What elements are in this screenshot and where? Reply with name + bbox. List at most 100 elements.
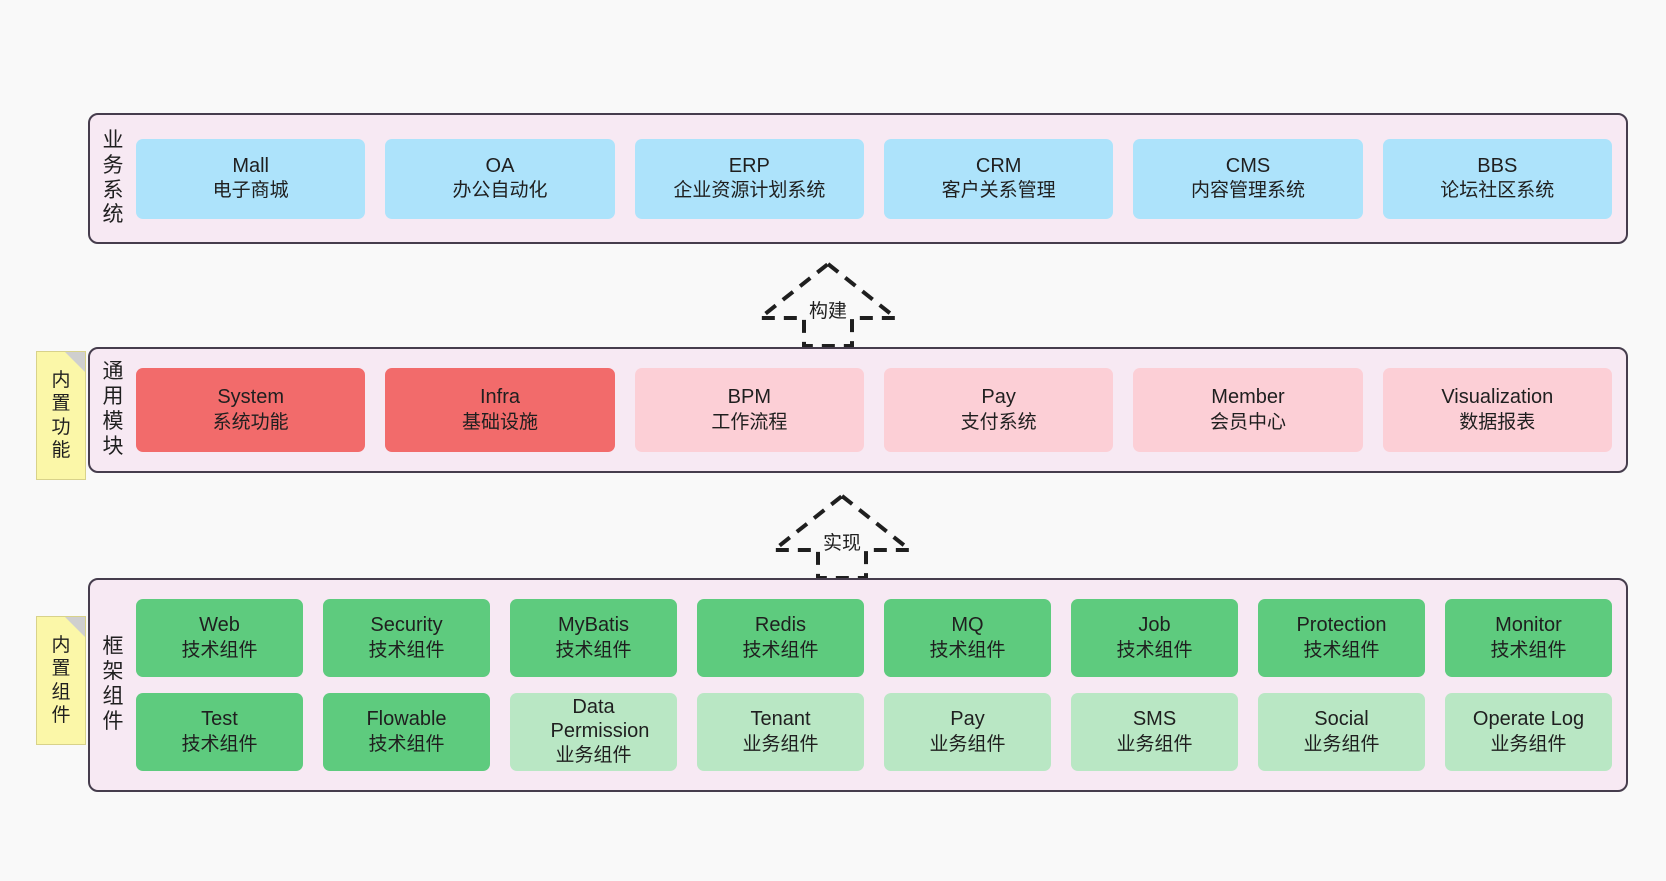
card-title: Tenant bbox=[750, 708, 811, 731]
layer-title-char: 架 bbox=[102, 660, 124, 684]
card-monitor[interactable]: Monitor 技术组件 bbox=[1445, 599, 1612, 677]
note-char: 内 bbox=[51, 370, 71, 392]
layer-title-char: 系 bbox=[102, 178, 124, 202]
note-char: 内 bbox=[51, 635, 71, 657]
card-bbs[interactable]: BBS 论坛社区系统 bbox=[1382, 138, 1612, 219]
card-pay-module[interactable]: Pay 支付系统 bbox=[883, 368, 1114, 452]
card-subtitle: 论坛社区系统 bbox=[1440, 180, 1555, 202]
card-title: MyBatis bbox=[557, 614, 630, 637]
card-subtitle: 技术组件 bbox=[368, 639, 445, 661]
card-subtitle: 内容管理系统 bbox=[1190, 180, 1305, 202]
card-subtitle: 数据报表 bbox=[1459, 411, 1536, 433]
note-fold-corner bbox=[65, 617, 85, 637]
card-cms[interactable]: CMS 内容管理系统 bbox=[1133, 138, 1363, 219]
card-title: MQ bbox=[951, 614, 984, 637]
card-title: Visualization bbox=[1441, 386, 1554, 409]
card-crm[interactable]: CRM 客户关系管理 bbox=[883, 138, 1114, 219]
card-redis[interactable]: Redis 技术组件 bbox=[697, 599, 864, 677]
card-title: OA bbox=[485, 154, 515, 177]
card-title: Data Permission bbox=[550, 696, 650, 743]
card-subtitle: 技术组件 bbox=[181, 639, 258, 661]
note-char: 件 bbox=[51, 704, 71, 726]
card-title: Protection bbox=[1296, 614, 1387, 637]
card-mall[interactable]: Mall 电子商城 bbox=[136, 138, 366, 219]
card-subtitle: 技术组件 bbox=[555, 639, 632, 661]
card-protection[interactable]: Protection 技术组件 bbox=[1258, 599, 1425, 677]
note-builtin-features: 内 置 功 能 bbox=[36, 351, 86, 480]
layer-title-char: 模 bbox=[102, 410, 124, 433]
card-title: Flowable bbox=[366, 708, 447, 731]
card-test[interactable]: Test 技术组件 bbox=[136, 693, 303, 771]
card-title: Infra bbox=[479, 386, 520, 409]
layer-body-framework: Web 技术组件 Security 技术组件 MyBatis 技术组件 Redi… bbox=[136, 580, 1626, 790]
card-subtitle: 技术组件 bbox=[742, 639, 819, 661]
card-job[interactable]: Job 技术组件 bbox=[1071, 599, 1238, 677]
card-subtitle: 技术组件 bbox=[181, 733, 258, 755]
card-subtitle: 业务组件 bbox=[555, 744, 632, 766]
card-subtitle: 技术组件 bbox=[1303, 639, 1380, 661]
layer-title-char: 块 bbox=[102, 434, 124, 458]
layer-title-char: 件 bbox=[102, 709, 124, 733]
card-mq[interactable]: MQ 技术组件 bbox=[884, 599, 1051, 677]
layer-business-systems: 业 务 系 统 Mall 电子商城 OA 办公自动化 ERP 企业资源计划系统 bbox=[88, 113, 1628, 244]
card-title: Monitor bbox=[1495, 614, 1562, 637]
card-title: Job bbox=[1138, 614, 1171, 637]
card-security[interactable]: Security 技术组件 bbox=[323, 599, 490, 677]
connector-implement: 实现 bbox=[762, 490, 922, 580]
card-tenant[interactable]: Tenant 业务组件 bbox=[697, 693, 864, 771]
card-flowable[interactable]: Flowable 技术组件 bbox=[323, 693, 490, 771]
card-subtitle: 技术组件 bbox=[1490, 639, 1567, 661]
card-title: Social bbox=[1314, 708, 1369, 731]
layer-title-business: 业 务 系 统 bbox=[90, 115, 136, 242]
note-fold-corner bbox=[65, 352, 85, 372]
layer-title-char: 组 bbox=[102, 685, 124, 708]
card-oa[interactable]: OA 办公自动化 bbox=[385, 138, 615, 219]
card-subtitle: 业务组件 bbox=[1116, 733, 1193, 755]
card-title: Pay bbox=[950, 708, 985, 731]
note-builtin-components: 内 置 组 件 bbox=[36, 616, 86, 745]
layer-title-modules: 通 用 模 块 bbox=[90, 349, 136, 471]
card-subtitle: 技术组件 bbox=[368, 733, 445, 755]
card-subtitle: 系统功能 bbox=[212, 411, 289, 433]
card-title: Pay bbox=[981, 386, 1016, 409]
card-sms[interactable]: SMS 业务组件 bbox=[1071, 693, 1238, 771]
card-title: Redis bbox=[754, 614, 807, 637]
card-subtitle: 电子商城 bbox=[212, 180, 289, 202]
layer-title-char: 通 bbox=[102, 360, 124, 384]
card-subtitle: 业务组件 bbox=[742, 733, 819, 755]
card-row: Web 技术组件 Security 技术组件 MyBatis 技术组件 Redi… bbox=[136, 599, 1612, 677]
note-char: 能 bbox=[51, 439, 71, 461]
card-subtitle: 工作流程 bbox=[711, 411, 788, 433]
card-pay-component[interactable]: Pay 业务组件 bbox=[884, 693, 1051, 771]
layer-body-modules: System 系统功能 Infra 基础设施 BPM 工作流程 Pay 支付系统… bbox=[136, 349, 1626, 471]
card-bpm[interactable]: BPM 工作流程 bbox=[634, 368, 864, 452]
card-title: System bbox=[217, 386, 284, 409]
card-erp[interactable]: ERP 企业资源计划系统 bbox=[634, 138, 864, 219]
card-mybatis[interactable]: MyBatis 技术组件 bbox=[510, 599, 677, 677]
card-title: Test bbox=[201, 708, 238, 731]
card-system[interactable]: System 系统功能 bbox=[136, 368, 366, 452]
card-row: Mall 电子商城 OA 办公自动化 ERP 企业资源计划系统 CRM 客户关系… bbox=[136, 138, 1612, 219]
card-infra[interactable]: Infra 基础设施 bbox=[385, 368, 615, 452]
card-subtitle: 企业资源计划系统 bbox=[673, 180, 826, 202]
card-title: ERP bbox=[728, 154, 770, 177]
card-subtitle: 业务组件 bbox=[1490, 733, 1567, 755]
card-subtitle: 客户关系管理 bbox=[941, 180, 1056, 202]
card-web[interactable]: Web 技术组件 bbox=[136, 599, 303, 677]
card-row: System 系统功能 Infra 基础设施 BPM 工作流程 Pay 支付系统… bbox=[136, 368, 1612, 452]
card-title: CMS bbox=[1225, 154, 1271, 177]
layer-framework-components: 框 架 组 件 Web 技术组件 Security 技术组件 MyBatis 技… bbox=[88, 578, 1628, 792]
layer-body-business: Mall 电子商城 OA 办公自动化 ERP 企业资源计划系统 CRM 客户关系… bbox=[136, 115, 1626, 242]
layer-title-char: 务 bbox=[102, 153, 124, 177]
card-subtitle: 业务组件 bbox=[929, 733, 1006, 755]
note-char: 置 bbox=[51, 393, 71, 415]
card-operate-log[interactable]: Operate Log 业务组件 bbox=[1445, 693, 1612, 771]
card-title: SMS bbox=[1132, 708, 1177, 731]
card-member[interactable]: Member 会员中心 bbox=[1133, 368, 1363, 452]
note-char: 功 bbox=[51, 416, 71, 438]
card-title: CRM bbox=[975, 154, 1022, 177]
card-visualization[interactable]: Visualization 数据报表 bbox=[1382, 368, 1612, 452]
card-title: Mall bbox=[232, 154, 269, 177]
card-social[interactable]: Social 业务组件 bbox=[1258, 693, 1425, 771]
card-data-permission[interactable]: Data Permission 业务组件 bbox=[510, 693, 677, 771]
